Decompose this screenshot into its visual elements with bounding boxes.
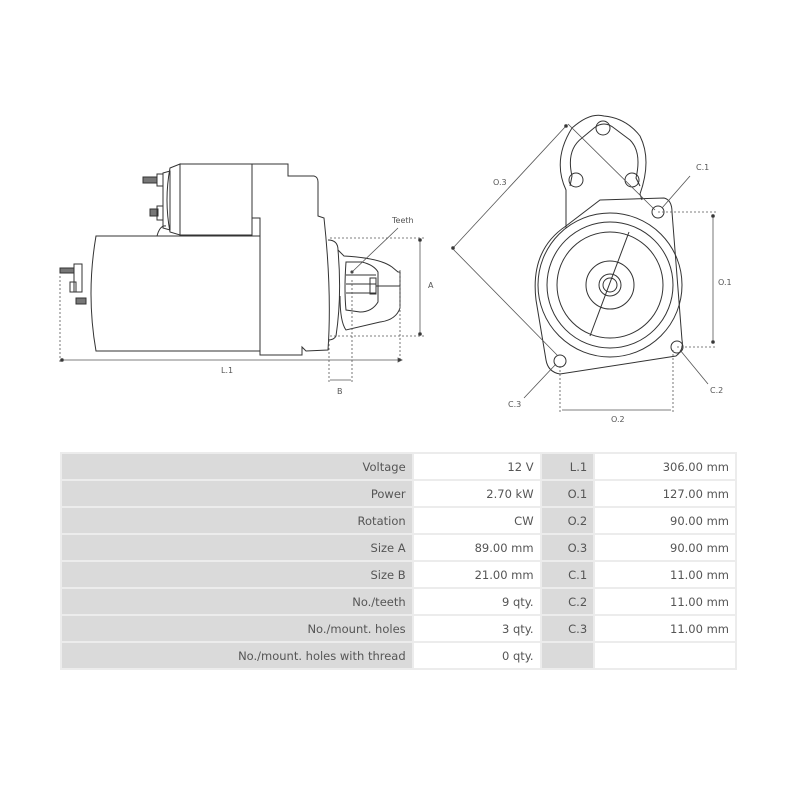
technical-drawings: Teeth A B L.1 O.1 O.2 O.3 C.1 C.2 C.3 — [59, 114, 732, 424]
side-view-drawing — [59, 163, 424, 382]
hole-c2-label: C.2 — [710, 386, 723, 395]
table-row: Voltage 12 V L.1 306.00 mm — [62, 454, 735, 479]
dimension-key: O.3 — [541, 535, 594, 560]
dimension-l1-label: L.1 — [221, 366, 233, 375]
spec-label: Rotation — [62, 508, 412, 533]
spec-value: CW — [413, 508, 540, 533]
dimension-value: 90.00 mm — [595, 508, 735, 533]
hole-c3-label: C.3 — [508, 400, 521, 409]
dimension-key: O.1 — [541, 481, 594, 506]
dimension-key: C.3 — [541, 616, 594, 641]
dimension-key: L.1 — [541, 454, 594, 479]
table-row: Size B 21.00 mm C.1 11.00 mm — [62, 562, 735, 587]
dimension-value: 11.00 mm — [595, 562, 735, 587]
table-row: No./teeth 9 qty. C.2 11.00 mm — [62, 589, 735, 614]
spec-value: 89.00 mm — [413, 535, 540, 560]
spec-label: No./mount. holes — [62, 616, 412, 641]
dimension-key: C.2 — [541, 589, 594, 614]
dimension-b-label: B — [337, 387, 343, 396]
spec-label: No./teeth — [62, 589, 412, 614]
table-row: Power 2.70 kW O.1 127.00 mm — [62, 481, 735, 506]
dimension-o2-label: O.2 — [611, 415, 625, 424]
specifications-table: Voltage 12 V L.1 306.00 mm Power 2.70 kW… — [60, 452, 737, 670]
spec-value: 9 qty. — [413, 589, 540, 614]
spec-value: 0 qty. — [413, 643, 540, 668]
dimension-a-label: A — [428, 281, 434, 290]
spec-value: 21.00 mm — [413, 562, 540, 587]
spec-label: Size A — [62, 535, 412, 560]
table-row: Size A 89.00 mm O.3 90.00 mm — [62, 535, 735, 560]
table-row: No./mount. holes 3 qty. C.3 11.00 mm — [62, 616, 735, 641]
spec-label: Size B — [62, 562, 412, 587]
spec-label: Voltage — [62, 454, 412, 479]
dimension-o1-label: O.1 — [718, 278, 732, 287]
front-view-drawing — [451, 114, 716, 412]
table-row: No./mount. holes with thread 0 qty. — [62, 643, 735, 668]
dimension-value: 127.00 mm — [595, 481, 735, 506]
dimension-o3-label: O.3 — [493, 178, 507, 187]
dimension-value: 11.00 mm — [595, 616, 735, 641]
dimension-key: C.1 — [541, 562, 594, 587]
dimension-value: 90.00 mm — [595, 535, 735, 560]
spec-value: 12 V — [413, 454, 540, 479]
teeth-label: Teeth — [391, 216, 414, 225]
hole-c1-label: C.1 — [696, 163, 709, 172]
table-row: Rotation CW O.2 90.00 mm — [62, 508, 735, 533]
dimension-key: O.2 — [541, 508, 594, 533]
dimension-value — [595, 643, 735, 668]
spec-value: 3 qty. — [413, 616, 540, 641]
spec-label: Power — [62, 481, 412, 506]
dimension-value: 306.00 mm — [595, 454, 735, 479]
dimension-key — [541, 643, 594, 668]
spec-value: 2.70 kW — [413, 481, 540, 506]
dimension-value: 11.00 mm — [595, 589, 735, 614]
spec-label: No./mount. holes with thread — [62, 643, 412, 668]
